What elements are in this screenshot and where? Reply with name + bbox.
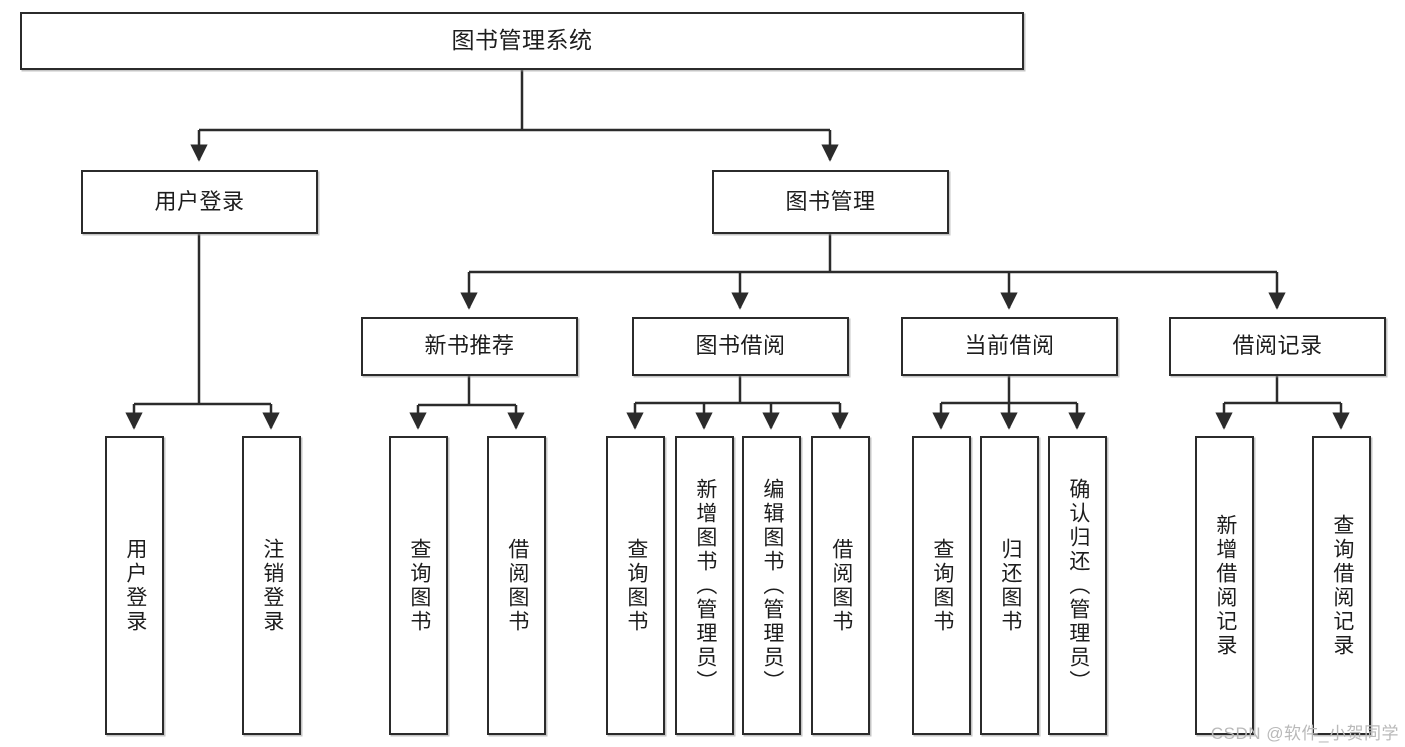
node-leaf-query-book-3[interactable]: 查询图书 (912, 436, 971, 735)
node-leaf-borrow-book-2[interactable]: 借阅图书 (811, 436, 870, 735)
node-user-login[interactable]: 用户登录 (81, 170, 318, 234)
node-label: 查询借阅记录 (1330, 513, 1354, 658)
node-leaf-add-book[interactable]: 新增图书（管理员） (675, 436, 734, 735)
node-label: 归还图书 (998, 537, 1022, 634)
node-leaf-add-record[interactable]: 新增借阅记录 (1195, 436, 1254, 735)
node-label: 图书借阅 (695, 333, 786, 359)
node-label: 借阅图书 (829, 537, 853, 634)
node-label: 确认归还（管理员） (1066, 477, 1090, 694)
node-leaf-edit-book[interactable]: 编辑图书（管理员） (742, 436, 801, 735)
node-label: 用户登录 (123, 537, 147, 634)
node-label: 当前借阅 (964, 333, 1055, 359)
node-root-system[interactable]: 图书管理系统 (20, 12, 1024, 70)
node-label: 图书管理 (785, 188, 876, 214)
node-leaf-query-book-1[interactable]: 查询图书 (389, 436, 448, 735)
node-leaf-borrow-book-1[interactable]: 借阅图书 (487, 436, 546, 735)
node-label: 编辑图书（管理员） (760, 477, 784, 694)
node-book-manage[interactable]: 图书管理 (712, 170, 949, 234)
node-label: 新增图书（管理员） (693, 477, 717, 694)
node-label: 查询图书 (930, 537, 954, 634)
node-label: 新增借阅记录 (1213, 513, 1237, 658)
node-label: 借阅记录 (1232, 333, 1323, 359)
node-label: 注销登录 (260, 537, 284, 634)
node-leaf-logout[interactable]: 注销登录 (242, 436, 301, 735)
node-label: 用户登录 (154, 188, 245, 214)
node-leaf-confirm-return[interactable]: 确认归还（管理员） (1048, 436, 1107, 735)
node-label: 查询图书 (624, 537, 648, 634)
node-label: 查询图书 (407, 537, 431, 634)
node-label: 图书管理系统 (451, 27, 593, 54)
node-current-borrow[interactable]: 当前借阅 (901, 317, 1118, 376)
node-new-book-rec[interactable]: 新书推荐 (361, 317, 578, 376)
node-leaf-query-book-2[interactable]: 查询图书 (606, 436, 665, 735)
node-book-borrow[interactable]: 图书借阅 (632, 317, 849, 376)
node-label: 新书推荐 (424, 333, 515, 359)
node-leaf-return-book[interactable]: 归还图书 (980, 436, 1039, 735)
node-borrow-record[interactable]: 借阅记录 (1169, 317, 1386, 376)
csdn-watermark: CSDN @软件_小贺同学 (1210, 724, 1399, 743)
node-label: 借阅图书 (505, 537, 529, 634)
node-leaf-user-login[interactable]: 用户登录 (105, 436, 164, 735)
node-leaf-query-record[interactable]: 查询借阅记录 (1312, 436, 1371, 735)
